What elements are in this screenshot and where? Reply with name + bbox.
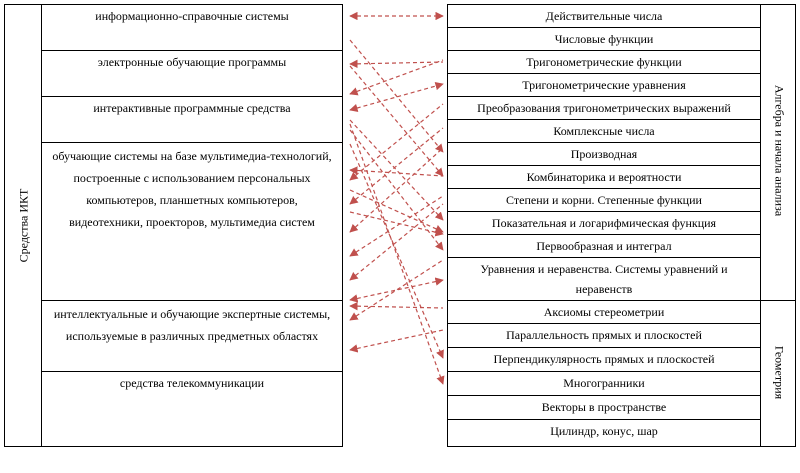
algebra-topic-item: Тригонометрические уравнения [448, 74, 760, 97]
algebra-group-column: Алгебра и начала анализа [760, 4, 796, 301]
connection-arrow [349, 211, 444, 237]
connection-arrow [349, 277, 444, 303]
connection-arrow [349, 195, 444, 257]
connection-arrow [349, 119, 444, 221]
algebra-topic-item: Тригонометрические функции [448, 51, 760, 74]
geometry-topic-item: Векторы в пространстве [448, 396, 760, 420]
ikt-group-column: Средства ИКТ [4, 4, 42, 447]
connection-arrow [349, 329, 444, 353]
connection-arrow [349, 59, 444, 69]
connection-arrows [349, 11, 445, 385]
connection-arrow [349, 143, 444, 359]
connection-arrow [349, 203, 444, 281]
algebra-topic-item: Числовые функции [448, 28, 760, 51]
connection-arrow [349, 123, 445, 385]
connection-arrow [349, 81, 444, 113]
ikt-tool-item: обучающие системы на базе мультимедиа-те… [42, 143, 342, 301]
algebra-topic-item: Комбинаторика и вероятности [448, 166, 760, 189]
ikt-tools-list: информационно-справочные системы электро… [41, 4, 343, 447]
geometry-topic-item: Перпендикулярность прямых и плоскостей [448, 348, 760, 372]
algebra-topic-item: Показательная и логарифмическая функция [448, 212, 760, 235]
connection-arrow [349, 301, 444, 311]
ikt-tool-item: электронные обучающие программы [42, 51, 342, 97]
connection-arrow [349, 39, 444, 153]
algebra-topic-item: Степени и корни. Степенные функции [448, 189, 760, 212]
ikt-tool-item: информационно-справочные системы [42, 5, 342, 51]
geometry-topic-item: Аксиомы стереометрии [448, 301, 760, 324]
algebra-topic-item: Комплексные числа [448, 120, 760, 143]
ikt-tool-item: интерактивные программные средства [42, 97, 342, 143]
geometry-topic-item: Параллельность прямых и плоскостей [448, 324, 760, 348]
topics-list: Действительные числа Числовые функции Тр… [447, 4, 761, 447]
ikt-tool-item: средства телекоммуникации [119, 376, 265, 390]
connection-arrow [349, 259, 444, 321]
connection-arrow [349, 59, 444, 96]
connection-arrow [349, 127, 444, 205]
geometry-topic-item: Цилиндр, конус, шар [550, 424, 658, 438]
ikt-tool-item: интеллектуальные и обучающие экспертные … [42, 301, 342, 372]
algebra-topic-item: Производная [448, 143, 760, 166]
algebra-topic-item: Действительные числа [448, 5, 760, 28]
connection-arrow [349, 189, 444, 233]
connection-arrow [349, 65, 444, 177]
algebra-topic-item: Первообразная и интеграл [448, 235, 760, 258]
geometry-group-column: Геометрия [760, 300, 796, 447]
connection-arrow [349, 147, 444, 233]
geometry-topic-item: Многогранники [448, 372, 760, 396]
algebra-topic-item: Уравнения и неравенства. Системы уравнен… [448, 258, 760, 301]
connection-arrow [349, 129, 444, 251]
connection-arrow [349, 166, 444, 177]
connection-arrow [349, 103, 444, 181]
algebra-topic-item: Преобразования тригонометрических выраже… [448, 97, 760, 120]
